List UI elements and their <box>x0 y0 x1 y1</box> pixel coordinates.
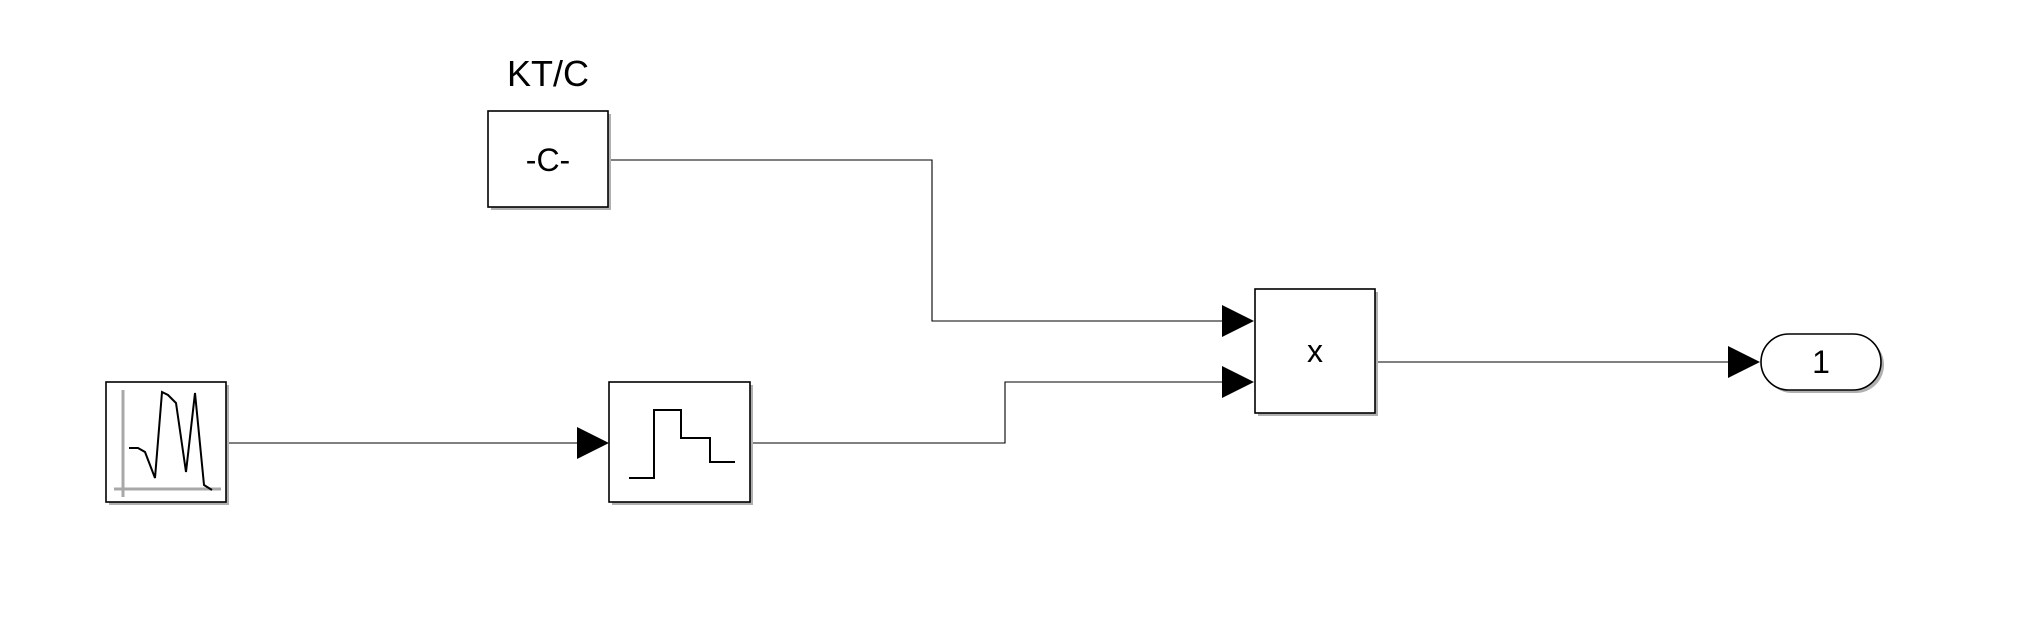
constant-block-label: KT/C <box>507 53 589 94</box>
arrowhead-hold-input <box>577 427 609 459</box>
arrowhead-product-input-2 <box>1222 366 1254 398</box>
waveform-trace <box>129 390 213 491</box>
wire-constant-to-product[interactable] <box>609 159 1222 322</box>
staircase-icon <box>629 409 735 479</box>
waveform-icon <box>114 390 221 497</box>
constant-block[interactable]: -C- KT/C <box>487 53 611 210</box>
product-block[interactable]: x <box>1254 288 1378 416</box>
outport-block[interactable]: 1 <box>1760 333 1884 393</box>
outport-block-body[interactable] <box>1760 333 1882 391</box>
outport-number-text: 1 <box>1812 344 1830 380</box>
zero-order-hold-block-body[interactable] <box>608 381 751 503</box>
product-block-body[interactable] <box>1254 288 1376 414</box>
constant-block-body[interactable] <box>487 110 609 208</box>
constant-value-text: -C- <box>526 142 570 178</box>
product-symbol-text: x <box>1307 333 1323 369</box>
arrowhead-outport-input <box>1728 346 1760 378</box>
signal-source-block[interactable] <box>105 381 229 505</box>
signal-source-block-body[interactable] <box>105 381 227 503</box>
wire-hold-to-product[interactable] <box>752 381 1222 444</box>
signal-lines <box>227 159 1760 459</box>
arrowhead-product-input-1 <box>1222 305 1254 337</box>
zero-order-hold-block[interactable] <box>608 381 753 505</box>
